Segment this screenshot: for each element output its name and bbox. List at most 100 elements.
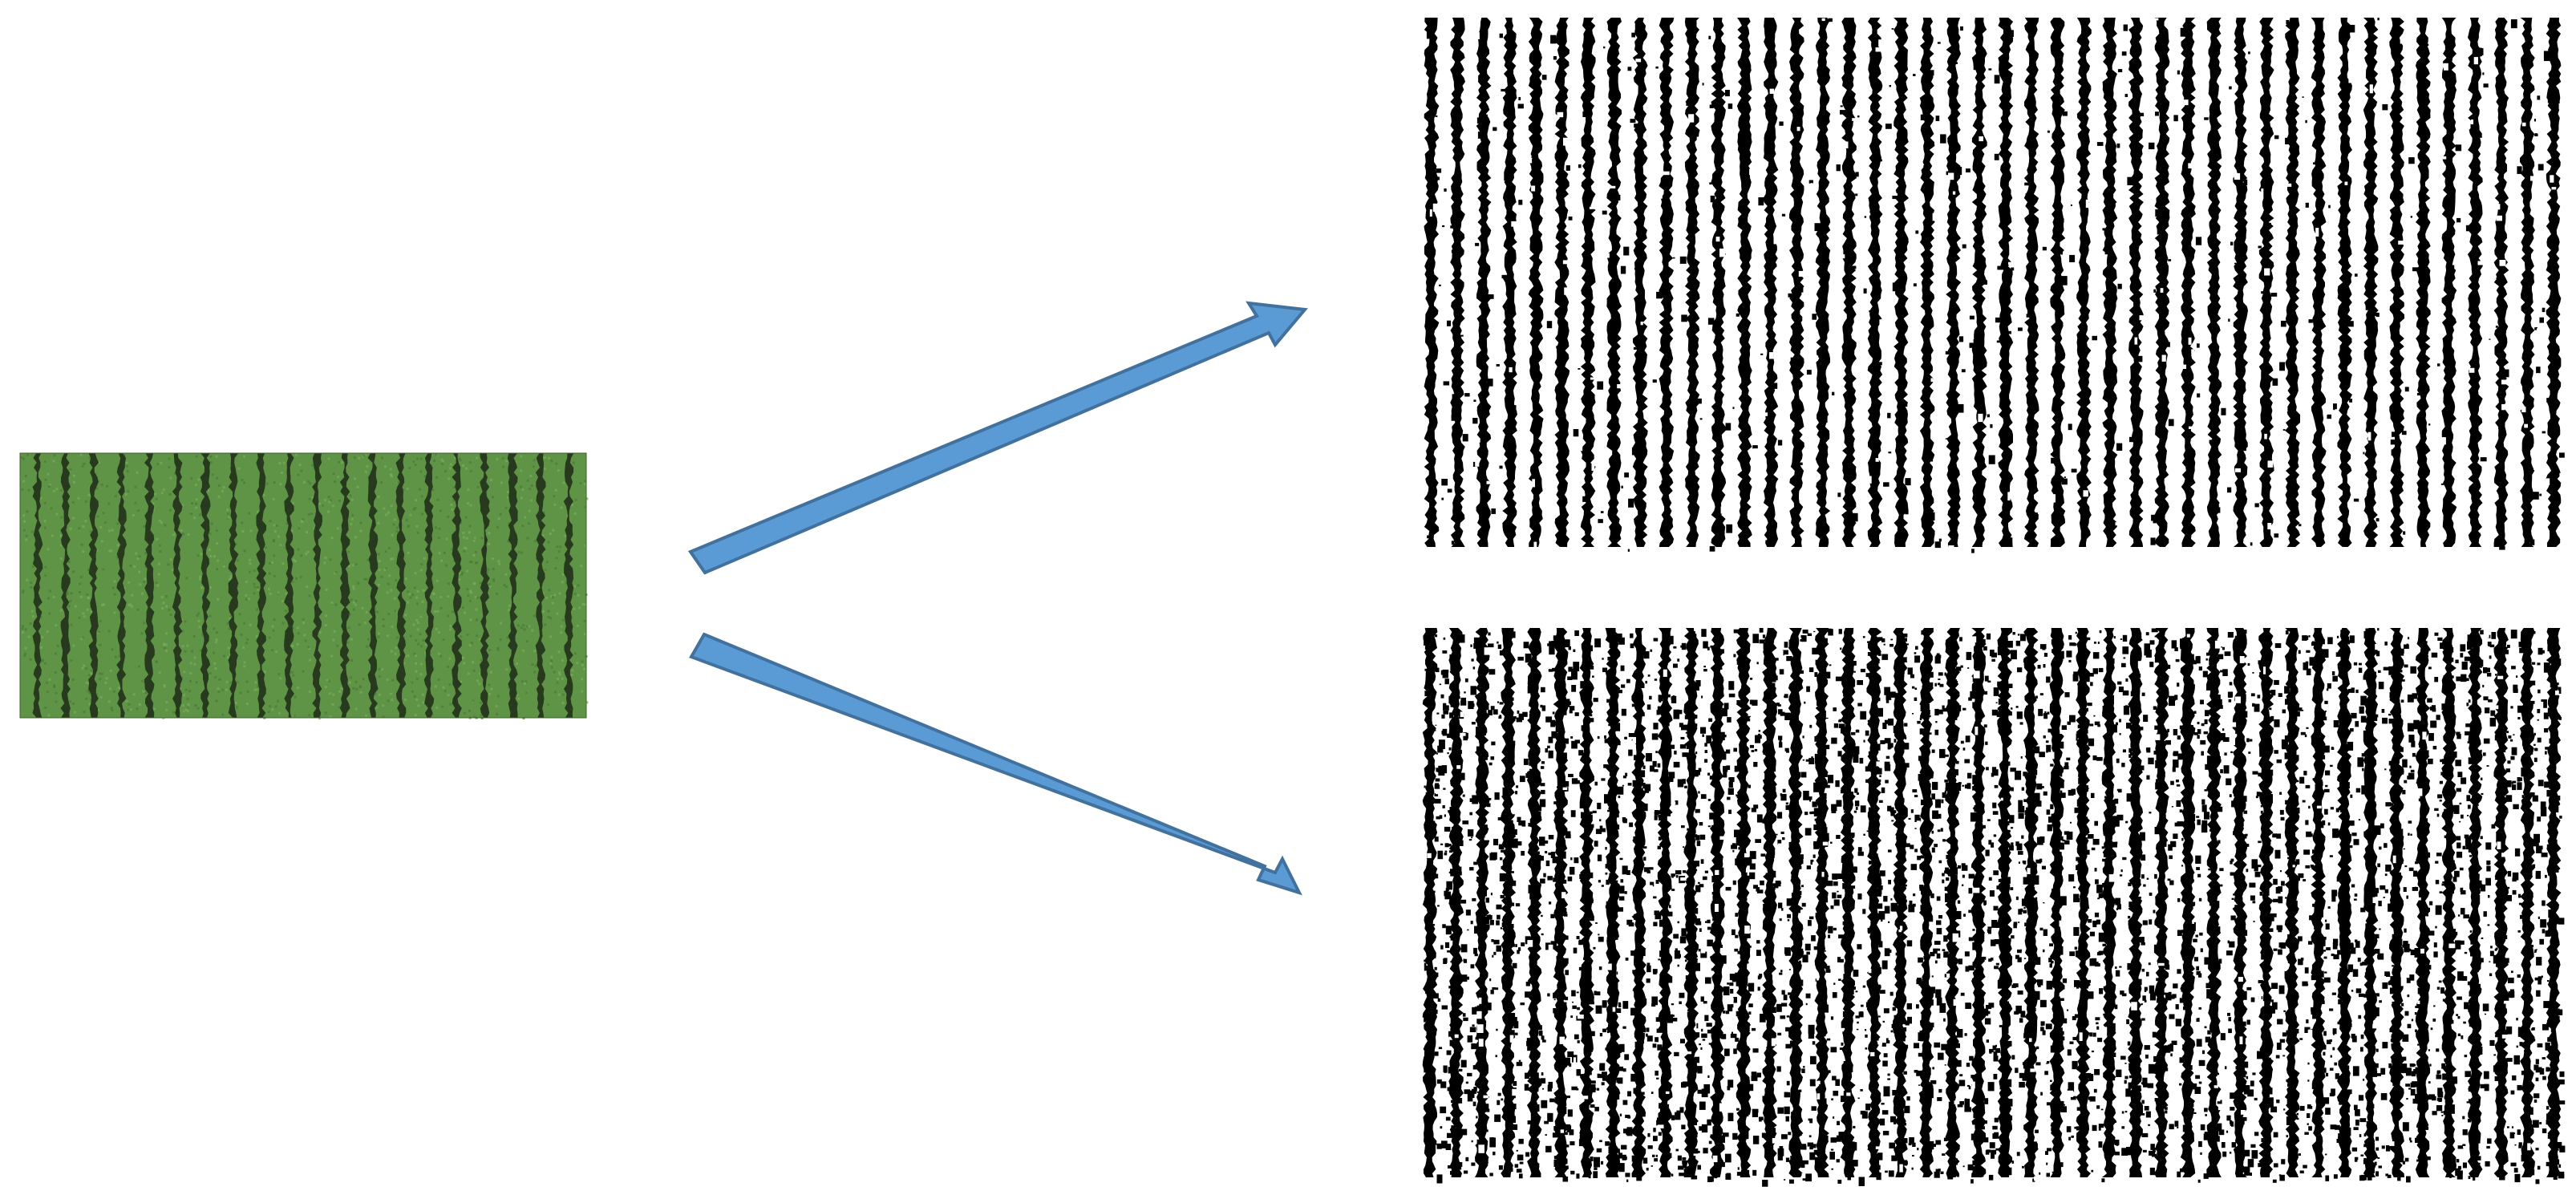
binary-speck	[1695, 1032, 1700, 1038]
binary-speck	[1636, 744, 1642, 752]
binary-speck	[1579, 801, 1585, 808]
binary-speck	[1533, 889, 1537, 892]
source-texture-speck	[466, 502, 469, 505]
binary-speck	[1451, 1002, 1454, 1006]
binary-gap	[2369, 84, 2373, 94]
binary-speck	[1681, 825, 1685, 828]
source-texture-speck	[584, 633, 587, 636]
source-texture-speck	[106, 484, 109, 488]
binary-speck	[1949, 637, 1954, 643]
source-texture-speck	[534, 664, 537, 667]
binary-speck	[2242, 1116, 2247, 1121]
source-texture-speck	[366, 645, 369, 648]
source-texture-speck	[213, 627, 216, 630]
binary-speck	[1749, 863, 1756, 870]
binary-speck	[2181, 837, 2184, 841]
source-texture-speck	[103, 521, 107, 524]
source-texture-speck	[329, 715, 332, 719]
binary-speck	[1434, 799, 1441, 804]
binary-speck	[1626, 1179, 1629, 1182]
binary-speck	[1585, 871, 1589, 877]
binary-speck	[2274, 533, 2279, 538]
binary-gap	[2139, 315, 2145, 321]
binary-speck	[2078, 778, 2084, 784]
binary-speck	[2499, 1176, 2505, 1181]
source-texture-speck	[350, 638, 353, 641]
binary-speck	[2148, 757, 2154, 764]
binary-speck	[2555, 869, 2559, 873]
binary-speck	[2450, 658, 2454, 662]
binary-speck	[2112, 686, 2116, 691]
binary-speck	[2167, 878, 2171, 881]
source-texture-speck	[102, 568, 105, 571]
binary-speck	[2185, 94, 2189, 99]
binary-speck	[2364, 972, 2368, 976]
source-texture-speck	[169, 558, 172, 561]
binary-speck	[2188, 1051, 2192, 1055]
source-texture-speck	[210, 522, 213, 525]
binary-speck	[1434, 793, 1438, 796]
binary-speck	[1906, 940, 1913, 947]
source-texture-speck	[100, 483, 103, 486]
source-texture-speck	[570, 504, 573, 506]
binary-speck	[2399, 772, 2404, 775]
binary-speck	[1602, 1000, 1607, 1008]
output-background	[1425, 18, 2560, 549]
binary-speck	[1944, 1064, 1946, 1066]
binary-speck	[2441, 1115, 2444, 1116]
binary-speck	[1488, 797, 1492, 800]
source-texture-speck	[308, 714, 311, 717]
binary-speck	[1606, 630, 1612, 634]
binary-speck	[1719, 667, 1723, 670]
source-texture-speck	[350, 498, 354, 501]
binary-speck	[2117, 283, 2122, 290]
source-texture-speck	[403, 636, 405, 639]
binary-speck	[2089, 723, 2094, 727]
binary-speck	[2441, 1063, 2446, 1069]
source-texture-speck	[225, 688, 228, 691]
binary-gap	[1486, 480, 1492, 484]
binary-speck	[2006, 1079, 2012, 1088]
binary-speck	[2051, 649, 2057, 654]
source-texture-speck	[22, 630, 25, 634]
binary-speck	[1870, 845, 1875, 851]
binary-speck	[2127, 176, 2133, 185]
binary-speck	[1962, 707, 1966, 711]
binary-speck	[1530, 1107, 1533, 1111]
binary-speck	[2197, 343, 2200, 348]
source-texture-speck	[313, 527, 316, 530]
source-texture-speck	[201, 633, 205, 636]
binary-gap	[1892, 193, 1898, 196]
source-texture-speck	[439, 596, 443, 598]
binary-stripe	[1840, 628, 1856, 1177]
binary-speck	[2217, 1072, 2219, 1075]
source-texture-speck	[508, 686, 511, 689]
source-texture-speck	[191, 650, 193, 653]
source-texture-speck	[358, 456, 361, 460]
source-texture-speck	[55, 624, 58, 627]
binary-speck	[2287, 1083, 2290, 1087]
binary-speck	[1914, 655, 1921, 663]
binary-speck	[2550, 926, 2555, 933]
binary-speck	[1630, 643, 1634, 649]
binary-speck	[2448, 437, 2452, 440]
source-texture-speck	[526, 537, 529, 540]
source-texture-speck	[390, 589, 393, 592]
binary-gap	[1769, 88, 1774, 94]
source-texture-speck	[96, 709, 99, 711]
binary-speck	[1814, 223, 1821, 232]
binary-speck	[1476, 727, 1480, 734]
binary-speck	[2506, 780, 2512, 788]
binary-speck	[1509, 902, 1515, 906]
source-texture-speck	[172, 533, 176, 537]
binary-speck	[2473, 318, 2477, 322]
binary-speck	[2367, 1035, 2370, 1038]
binary-speck	[1599, 819, 1602, 822]
binary-speck	[2060, 790, 2063, 794]
binary-speck	[2187, 818, 2191, 824]
binary-speck	[1727, 1086, 1731, 1091]
binary-speck	[1584, 893, 1588, 899]
binary-speck	[1518, 97, 1521, 101]
binary-speck	[2507, 886, 2510, 889]
binary-speck	[2542, 1023, 2549, 1031]
